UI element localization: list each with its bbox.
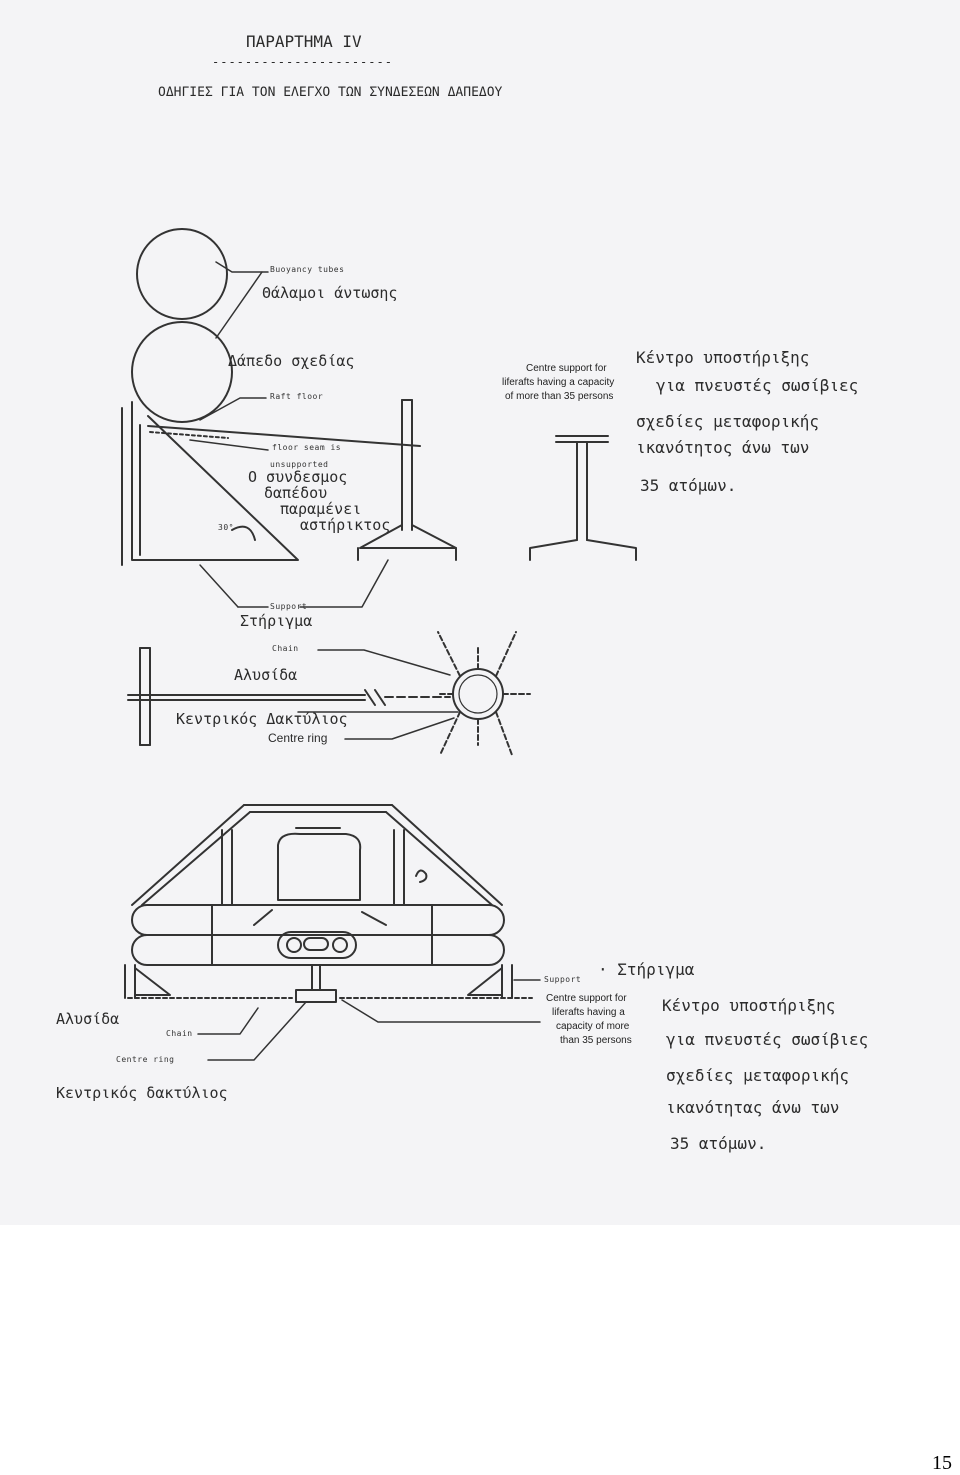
buoyancy-tubes-drawing xyxy=(131,228,233,423)
raft-centre-support-gr-1: Κέντρο υποστήριξης xyxy=(662,996,836,1015)
floor-seam-label-en-2: unsupported xyxy=(270,460,329,469)
raft-support-label-gr: · Στήριγμα xyxy=(598,960,695,979)
centre-support-label-gr-4: ικανότητος άνω των xyxy=(636,438,810,457)
buoyancy-tubes-label-en: Buoyancy tubes xyxy=(270,265,345,274)
liferaft-drawing xyxy=(124,804,533,1003)
raft-chain-label-gr: Αλυσίδα xyxy=(56,1010,120,1028)
centre-ring-label-gr: Κεντρικός Δακτύλιος xyxy=(176,710,348,728)
centre-support-drawing xyxy=(529,435,637,561)
centre-support-label-gr-5: 35 ατόμων. xyxy=(640,476,737,495)
page-number: 15 xyxy=(932,1452,952,1474)
raft-centre-ring-label-en: Centre ring xyxy=(116,1055,175,1064)
floor-seam-label-gr-3: παραμένει xyxy=(280,500,362,518)
centre-support-label-en-3: of more than 35 persons xyxy=(505,391,614,402)
raft-centre-support-gr-5: 35 ατόμων. xyxy=(670,1134,767,1153)
floor-seam-label-gr-4: αστήρικτος xyxy=(300,516,391,534)
raft-centre-support-en-4: than 35 persons xyxy=(560,1035,632,1046)
diagram-drawing xyxy=(121,228,637,1061)
center-post-drawing xyxy=(357,399,457,561)
centre-support-label-gr-2: για πνευστές σωσίβιες xyxy=(656,376,859,395)
buoyancy-tubes-label-gr: Θάλαμοι άντωσης xyxy=(262,284,398,302)
support-label-en: Support xyxy=(270,602,308,611)
appendix-heading: ΠΑΡΑΡΤΗΜΑ ΙV xyxy=(246,32,362,51)
raft-support-label-en: Support xyxy=(544,975,582,984)
floor-seam-label-gr-2: δαπέδου xyxy=(264,484,328,502)
floor-seam-label-gr-1: Ο συνδεσμος xyxy=(248,468,348,486)
page-title: ΟΔΗΓΙΕΣ ΓΙΑ ΤΟΝ ΕΛΕΓΧΟ ΤΩΝ ΣΥΝΔΕΣΕΩΝ ΔΑΠ… xyxy=(158,85,503,100)
raft-centre-ring-label-gr: Κεντρικός δακτύλιος xyxy=(56,1084,228,1102)
support-label-gr: Στήριγμα xyxy=(240,612,313,630)
centre-support-label-gr-3: σχεδίες μεταφορικής xyxy=(636,412,820,431)
raft-centre-support-gr-3: σχεδίες μεταφορικής xyxy=(666,1066,850,1085)
raft-floor-label-gr: Δάπεδο σχεδίας xyxy=(228,352,355,370)
centre-support-label-en-1: Centre support for xyxy=(526,363,607,374)
support-triangle-drawing xyxy=(121,401,421,566)
raft-centre-support-en-3: capacity of more xyxy=(556,1021,630,1032)
scanned-page: ΠΑΡΑΡΤΗΜΑ ΙV ---------------------- ΟΔΗΓ… xyxy=(0,0,960,1225)
raft-centre-support-en-2: liferafts having a xyxy=(552,1007,625,1018)
floor-seam-label-en-1: floor seam is xyxy=(272,443,342,452)
raft-chain-label-en: Chain xyxy=(166,1029,193,1038)
raft-centre-support-gr-2: για πνευστές σωσίβιες xyxy=(666,1030,869,1049)
appendix-underline: ---------------------- xyxy=(212,55,393,69)
centre-support-label-gr-1: Κέντρο υποστήριξης xyxy=(636,348,810,367)
centre-support-label-en-2: liferafts having a capacity xyxy=(502,377,615,388)
chain-drawing xyxy=(127,647,451,746)
chain-label-gr: Αλυσίδα xyxy=(234,666,298,684)
centre-ring-drawing xyxy=(437,631,531,756)
raft-centre-support-en-1: Centre support for xyxy=(546,993,627,1004)
chain-label-en: Chain xyxy=(272,644,299,653)
centre-ring-label-en: Centre ring xyxy=(268,731,328,745)
angle-label: 30° xyxy=(218,523,234,532)
raft-floor-label-en: Raft floor xyxy=(270,392,324,401)
raft-centre-support-gr-4: ικανότητας άνω των xyxy=(666,1098,840,1117)
